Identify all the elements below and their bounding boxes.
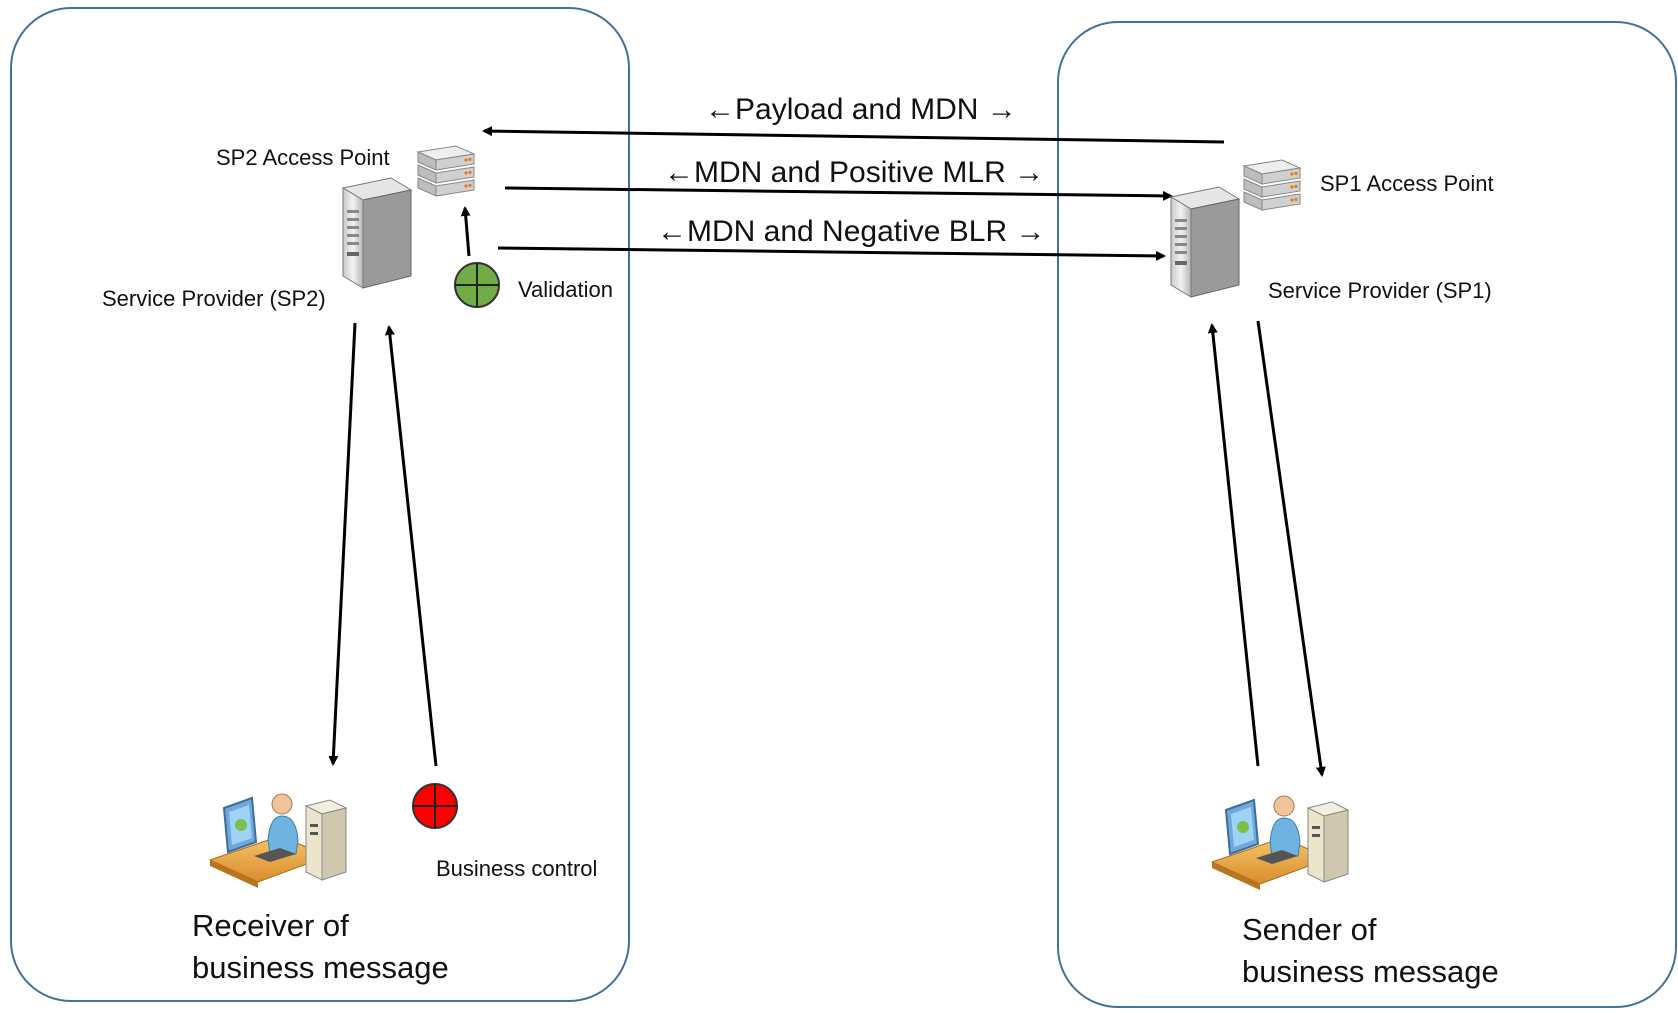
positive-mlr-label: ←MDN and Positive MLR →	[664, 156, 1045, 189]
receiver-workstation-icon	[209, 793, 347, 889]
positive-mlr-arrow	[504, 186, 1173, 201]
sender-party-label: Sender of business message	[1242, 909, 1499, 993]
sender-workstation-icon	[1211, 795, 1349, 891]
sp2-server-tower-icon	[342, 177, 412, 289]
validation-marker-icon	[454, 262, 500, 308]
sp2-access-point-label: SP2 Access Point	[216, 145, 390, 170]
validation-label: Validation	[518, 277, 613, 302]
sp2-service-provider-label: Service Provider (SP2)	[102, 286, 326, 311]
payload-and-mdn-label: ←Payload and MDN →	[705, 93, 1017, 126]
sender-to-sp1-arrow	[1207, 323, 1260, 767]
sp1-service-provider-label: Service Provider (SP1)	[1268, 278, 1492, 303]
business-control-marker-icon	[412, 783, 458, 829]
sender-party-label-line1: Sender of	[1242, 912, 1377, 947]
sp1-access-point-rack-icon	[1243, 159, 1301, 211]
receiver-party-label-line2: business message	[192, 950, 449, 985]
sp2-to-receiver-arrow	[328, 322, 357, 766]
sp1-to-sender-arrow	[1256, 320, 1326, 777]
sender-party-label-line2: business message	[1242, 954, 1499, 989]
receiver-party-label: Receiver of business message	[192, 905, 449, 989]
business-control-label: Business control	[436, 856, 598, 881]
negative-blr-label: ←MDN and Negative BLR →	[657, 215, 1046, 248]
validation-to-access-point-arrow	[460, 206, 471, 257]
receiver-to-sp2-arrow	[384, 325, 438, 767]
receiver-party-label-line1: Receiver of	[192, 908, 349, 943]
sp2-access-point-rack-icon	[417, 145, 475, 197]
negative-blr-arrow	[497, 246, 1166, 261]
payload-and-mdn-arrow	[482, 126, 1225, 144]
receiver-zone	[10, 7, 630, 1002]
sp1-access-point-label: SP1 Access Point	[1320, 171, 1494, 196]
sp1-server-tower-icon	[1170, 186, 1240, 298]
sender-zone	[1057, 21, 1677, 1008]
